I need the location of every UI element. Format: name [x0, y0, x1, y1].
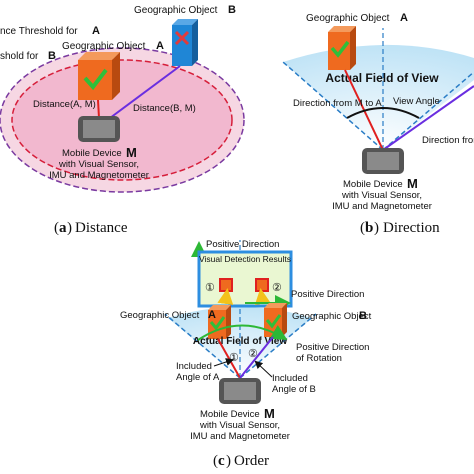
detection-marker-1: ① [205, 282, 215, 294]
detection-marker-2: ② [272, 282, 282, 294]
fov-left-boundary-c [164, 313, 241, 379]
panel-order: Positive Direction Visual Detection Resu… [120, 239, 372, 469]
device-label: Mobile Device [62, 148, 122, 159]
threshold-a-label: nce Threshold for [0, 26, 78, 37]
fov-label-c: Actual Field of View [193, 336, 287, 347]
yellow-arrow-a [217, 288, 234, 306]
caption-b-text: Direction [383, 220, 440, 236]
geographic-object-a [78, 52, 120, 100]
device-letter-c: M [264, 406, 275, 421]
included-a-pointer [213, 358, 234, 367]
distance-a-line [97, 99, 100, 119]
rotation-arc [197, 324, 288, 341]
field-of-view-area [283, 44, 474, 150]
view-angle-label: View Angle [393, 96, 440, 107]
device-letter: M [126, 145, 137, 160]
object-a-letter-c: A [208, 309, 216, 321]
included-a-line2: Angle of A [176, 372, 220, 383]
positive-direction-right-label: Positive Direction [291, 289, 364, 300]
yellow-arrow-b [254, 288, 271, 306]
device-letter-b: M [407, 176, 418, 191]
device-desc-line3-b: IMU and Magnetometer [332, 201, 432, 212]
fov-right-boundary [382, 71, 474, 151]
caption-c-letter: c [218, 453, 225, 469]
object-a-letter-b: A [400, 12, 408, 24]
object-b-letter: B [228, 4, 236, 16]
check-icon [330, 40, 350, 58]
included-a-line1: Included [176, 361, 212, 372]
caption-c-text: Order [234, 453, 269, 469]
mobile-device-icon [362, 148, 404, 174]
caption-b-letter: b [365, 220, 373, 236]
geographic-object-b [172, 19, 198, 66]
positive-direction-up-label: Positive Direction [206, 239, 279, 250]
view-angle-arc [346, 107, 420, 119]
direction-purple-line [382, 85, 474, 151]
caption-a-text: Distance [75, 220, 128, 236]
geographic-object-a-b [328, 26, 356, 70]
threshold-b-letter: B [48, 50, 56, 62]
check-icon [83, 68, 108, 91]
object-b-label: Geographic Object [134, 5, 218, 16]
fov-label: Actual Field of View [325, 71, 439, 85]
object-a-label: Geographic Object [62, 41, 146, 52]
caption-a-letter: a [59, 220, 67, 236]
angle-marker-1: ① [229, 352, 239, 364]
device-label-b: Mobile Device [343, 179, 403, 190]
object-b-label-c: Geographic Object [292, 311, 372, 322]
device-label-c: Mobile Device [200, 409, 260, 420]
distance-b-line [109, 65, 181, 119]
included-b-line2: Angle of B [272, 384, 316, 395]
rotation-label-line2: of Rotation [296, 353, 342, 364]
line-to-b [239, 336, 274, 379]
detection-result-a [219, 278, 233, 292]
device-desc-line3-c: IMU and Magnetometer [190, 431, 290, 442]
object-a-letter: A [156, 40, 164, 52]
object-b-letter-c: B [359, 310, 367, 322]
panel-direction: Actual Field of View Geographic Object A… [282, 12, 474, 236]
included-b-pointer [254, 360, 273, 378]
detection-title: Visual Detection Results [199, 254, 291, 264]
caption-c-close: ) [226, 453, 231, 469]
device-desc-line2: with Visual Sensor, [58, 159, 139, 170]
device-desc-line3: IMU and Magnetometer [49, 170, 149, 181]
threshold-a-zone [11, 59, 233, 181]
caption-a-close: ) [67, 220, 72, 236]
mobile-device-icon [78, 116, 120, 142]
caption-a-open: ( [54, 220, 59, 236]
caption-c-open: ( [213, 453, 218, 469]
detection-result-b [255, 278, 269, 292]
angle-marker-2: ② [248, 348, 258, 360]
object-a-label-c: Geographic Object [120, 310, 200, 321]
direction-from-label: Direction from [422, 135, 474, 146]
check-icon [209, 316, 226, 331]
distance-b-label: Distance(B, M) [133, 103, 196, 114]
threshold-b-label: shold for [0, 51, 39, 62]
distance-a-label: Distance(A, M) [33, 99, 96, 110]
device-desc-line2-c: with Visual Sensor, [199, 420, 280, 431]
object-a-label-b: Geographic Object [306, 13, 390, 24]
device-desc-line2-b: with Visual Sensor, [341, 190, 422, 201]
direction-label: Direction from M to A [293, 98, 382, 109]
threshold-a-letter: A [92, 25, 100, 37]
caption-b-open: ( [360, 220, 365, 236]
rotation-label-line1: Positive Direction [296, 342, 369, 353]
fov-right-boundary-c [239, 313, 317, 379]
fov-left-boundary [282, 61, 384, 151]
geographic-object-b-c [264, 303, 287, 337]
caption-b-close: ) [374, 220, 379, 236]
mobile-device-icon [219, 378, 261, 404]
panel-distance: nce Threshold for A shold for B Geograph… [0, 4, 245, 236]
included-b-line1: Included [272, 373, 308, 384]
cross-icon [174, 30, 190, 46]
